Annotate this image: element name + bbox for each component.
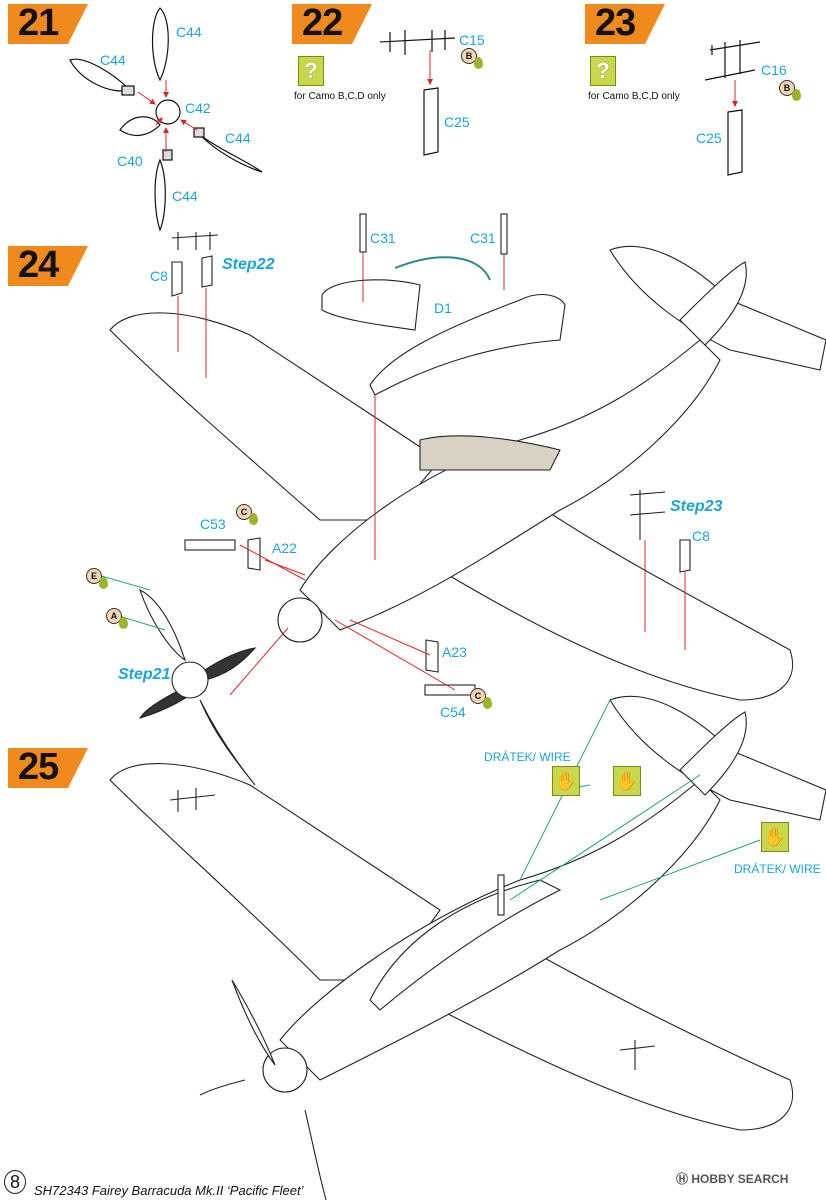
part-label: C40 xyxy=(117,153,143,169)
camo-note: for Camo B,C,D only xyxy=(294,91,386,102)
paint-drop-icon xyxy=(792,89,801,101)
step-23-badge: 23 xyxy=(585,2,665,44)
part-label: C8 xyxy=(692,528,710,544)
part-label: C31 xyxy=(470,230,496,246)
paint-drop-icon xyxy=(119,617,128,629)
paint-code-badge: B xyxy=(779,80,795,96)
hand-glue-icon: ✋ xyxy=(761,822,789,852)
part-label: C44 xyxy=(176,24,202,40)
part-label: C8 xyxy=(150,268,168,284)
optional-step-icon: ? xyxy=(590,56,616,86)
paint-code-badge: E xyxy=(86,568,102,584)
wire-label: DRÁTEK/ WIRE xyxy=(484,750,571,764)
hand-glue-icon: ✋ xyxy=(552,766,580,796)
paint-drop-icon xyxy=(483,697,492,709)
camo-note: for Camo B,C,D only xyxy=(588,91,680,102)
paint-drop-icon xyxy=(99,577,108,589)
part-label: C15 xyxy=(459,32,485,48)
wire-label: DRÁTEK/ WIRE xyxy=(734,862,821,876)
propeller-assembly-21 xyxy=(69,7,263,232)
aircraft-24 xyxy=(109,213,826,786)
step-reference: Step22 xyxy=(222,256,275,273)
step-24-badge: 24 xyxy=(8,244,88,286)
optional-step-icon: ? xyxy=(298,56,324,86)
antenna-22 xyxy=(379,30,456,156)
assembly-guides-24 xyxy=(177,252,686,696)
paint-drop-icon xyxy=(474,57,483,69)
watermark-brand: Ⓗ HOBBY SEARCH xyxy=(676,1172,789,1186)
part-label: C25 xyxy=(696,130,722,146)
step-25-badge: 25 xyxy=(8,746,88,788)
step-22-badge: 22 xyxy=(292,2,372,44)
part-label: C25 xyxy=(444,114,470,130)
step-25-number: 25 xyxy=(18,746,59,788)
aircraft-25 xyxy=(109,695,826,1200)
kit-title: SH72343 Fairey Barracuda Mk.II ‘Pacific … xyxy=(34,1183,304,1198)
rotate-arrow xyxy=(394,256,491,281)
step-reference: Step21 xyxy=(118,666,171,683)
paint-code-badge: C xyxy=(470,688,486,704)
part-label: A23 xyxy=(442,644,467,660)
part-label: D1 xyxy=(434,300,452,316)
paint-code-badge: C xyxy=(236,504,252,520)
step-21-number: 21 xyxy=(18,2,59,44)
step-21-badge: 21 xyxy=(8,2,88,44)
step-24-number: 24 xyxy=(18,244,59,286)
part-label: C44 xyxy=(225,130,251,146)
paint-drop-icon xyxy=(249,513,258,525)
step-22-number: 22 xyxy=(302,2,343,44)
part-label: C31 xyxy=(370,230,396,246)
part-label: C42 xyxy=(185,100,211,116)
part-label: C16 xyxy=(761,62,787,78)
part-label: C44 xyxy=(100,52,126,68)
step-23-number: 23 xyxy=(595,2,636,44)
part-label: A22 xyxy=(272,540,297,556)
step-reference: Step23 xyxy=(670,498,723,515)
paint-code-badge: B xyxy=(461,48,477,64)
hand-glue-icon: ✋ xyxy=(613,766,641,796)
antenna-23 xyxy=(704,40,761,176)
part-label: C53 xyxy=(200,516,226,532)
part-label: C44 xyxy=(172,188,198,204)
paint-code-badge: A xyxy=(106,608,122,624)
part-label: C54 xyxy=(440,704,466,720)
page-number: 8 xyxy=(4,1170,26,1194)
